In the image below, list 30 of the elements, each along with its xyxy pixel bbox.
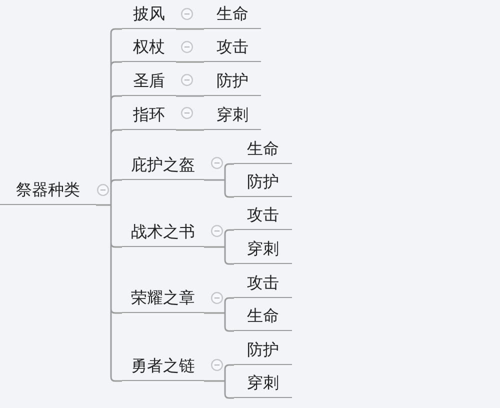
topic-label: 指环 — [122, 105, 176, 130]
topic-label: 庇护之盔 — [122, 155, 204, 180]
root-topic: 祭器种类 — [0, 180, 96, 205]
topic-label: 攻击 — [234, 205, 292, 230]
topic-label: 攻击 — [234, 273, 292, 298]
branch-line — [203, 163, 235, 198]
topic-label: 穿刺 — [204, 105, 261, 130]
topic-label: 穿刺 — [234, 373, 292, 398]
branch-line — [176, 129, 204, 131]
topic-label: 攻击 — [204, 37, 261, 62]
branch-line — [176, 61, 204, 63]
topic-label: 勇者之链 — [122, 356, 204, 381]
topic-label: 权杖 — [122, 37, 176, 62]
branch-line — [203, 364, 235, 399]
branch-line — [95, 28, 123, 382]
topic-label: 防护 — [234, 172, 292, 197]
topic-label: 防护 — [234, 340, 292, 365]
branch-line — [203, 297, 235, 332]
topic-label: 荣耀之章 — [122, 288, 204, 313]
topic-label: 披风 — [122, 4, 176, 29]
branch-line — [176, 28, 204, 30]
topic-label: 圣盾 — [122, 71, 176, 96]
topic-label: 生命 — [204, 4, 261, 29]
branch-line — [203, 229, 235, 265]
branch-line — [176, 95, 204, 97]
topic-label: 防护 — [204, 71, 261, 96]
topic-label: 战术之书 — [122, 222, 204, 247]
topic-label: 生命 — [234, 139, 292, 164]
topic-label: 穿刺 — [234, 239, 292, 264]
topic-label: 生命 — [234, 306, 292, 331]
